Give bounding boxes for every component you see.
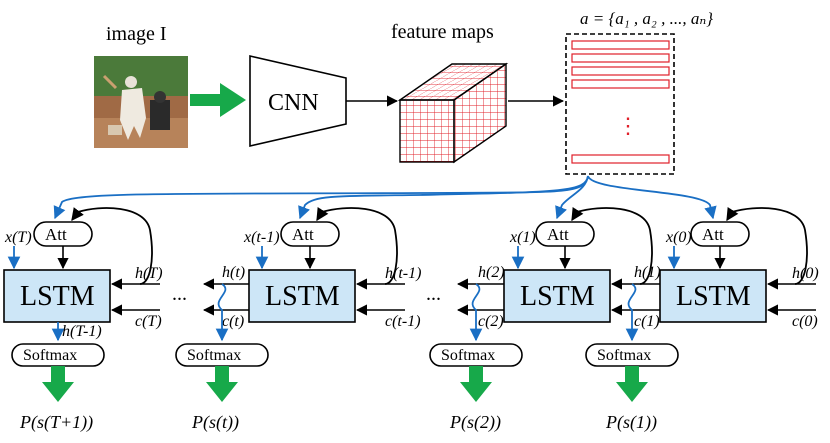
attention-feed-curve — [555, 175, 589, 220]
annotation-vector — [571, 79, 670, 89]
output-arrow — [460, 366, 492, 402]
image-to-cnn-arrow — [190, 83, 246, 117]
softmax-label: Softmax — [23, 347, 77, 364]
attention-feed-curve — [587, 175, 717, 220]
x-input-label: x(0) — [665, 229, 692, 246]
attention-feed-curve — [53, 175, 589, 220]
input-image — [94, 56, 188, 148]
att-label: Att — [292, 225, 314, 244]
lstm-cell — [248, 269, 356, 323]
annotation-vectors-box: ⋮ — [565, 33, 675, 175]
hidden-feedback-curve — [571, 207, 653, 285]
x-input-label: x(t-1) — [243, 229, 280, 246]
h-to-softmax-arrow — [469, 283, 483, 342]
c-input-label: c(t-1) — [385, 313, 421, 330]
hidden-feedback-curve — [316, 207, 398, 285]
att-label: Att — [547, 225, 569, 244]
h-output-label: h(1) — [634, 264, 661, 281]
c-output-label: c(1) — [634, 313, 660, 330]
lstm-cell — [3, 269, 111, 323]
h-to-softmax-arrow — [215, 283, 229, 342]
output-arrow — [616, 366, 648, 402]
output-label: P(s(T+1)) — [19, 412, 93, 433]
h-input-label: h(t-1) — [385, 265, 421, 282]
lstm-label: LSTM — [20, 281, 95, 312]
lstm-cell — [659, 269, 767, 323]
vertical-dots: ⋮ — [617, 113, 639, 138]
ellipsis: ... — [426, 283, 441, 305]
annotation-vector — [571, 66, 670, 76]
h-output-label: h(T-1) — [62, 323, 102, 340]
cnn-block — [249, 54, 347, 148]
ellipsis: ... — [172, 283, 187, 305]
output-label: P(s(t)) — [191, 412, 239, 433]
feature-maps-label: feature maps — [391, 21, 494, 43]
hidden-feedback-curve — [726, 207, 808, 285]
annotation-set-label: a = {a₁ , a₂ , ..., aₙ} — [580, 9, 713, 28]
lstm-unit-1: Att x(1) LSTM h(2) c(2) Softmax P(s(2)) — [429, 221, 611, 433]
h-output-label: h(2) — [478, 264, 505, 281]
attention-feed-curve — [298, 175, 589, 220]
annotation-vector — [571, 154, 670, 164]
lstm-label: LSTM — [676, 281, 751, 312]
h-input-label: h(T) — [135, 265, 163, 282]
cnn-label: CNN — [268, 90, 319, 116]
lstm-unit-T: Att x(T) LSTM h(T) c(T) h(T-1) Softmax P… — [3, 221, 163, 433]
h-input-label: h(0) — [792, 265, 819, 282]
c-input-label: c(0) — [792, 313, 818, 330]
lstm-label: LSTM — [520, 281, 595, 312]
lstm-cell — [503, 269, 611, 323]
output-label: P(s(1)) — [605, 412, 657, 433]
c-output-label: c(2) — [478, 313, 504, 330]
output-arrow — [42, 366, 74, 402]
lstm-label: LSTM — [265, 281, 340, 312]
hidden-feedback-curve — [71, 207, 153, 285]
c-input-label: c(T) — [135, 313, 162, 330]
feature-maps-cube — [397, 62, 509, 164]
softmax-label: Softmax — [187, 347, 241, 364]
att-label: Att — [702, 225, 724, 244]
output-label: P(s(2)) — [449, 412, 501, 433]
softmax-label: Softmax — [441, 347, 495, 364]
att-label: Att — [45, 225, 67, 244]
annotation-vector — [571, 53, 670, 63]
c-output-label: c(t) — [222, 313, 244, 330]
output-arrow — [206, 366, 238, 402]
x-input-label: x(T) — [4, 229, 32, 246]
softmax-label: Softmax — [597, 347, 651, 364]
x-input-label: x(1) — [509, 229, 536, 246]
h-to-softmax-arrow — [625, 283, 639, 342]
lstm-unit-t: Att x(t-1) LSTM h(t-1) c(t-1) h(t) c(t) … — [175, 221, 421, 433]
attention-feed-curves — [53, 175, 717, 220]
image-label: image I — [106, 23, 167, 45]
h-output-label: h(t) — [222, 264, 245, 281]
lstm-unit-0: Att x(0) LSTM h(0) c(0) h(1) c(1) Softma… — [585, 221, 819, 433]
annotation-vector — [571, 40, 670, 50]
hidden-feedback-curves — [71, 207, 808, 285]
